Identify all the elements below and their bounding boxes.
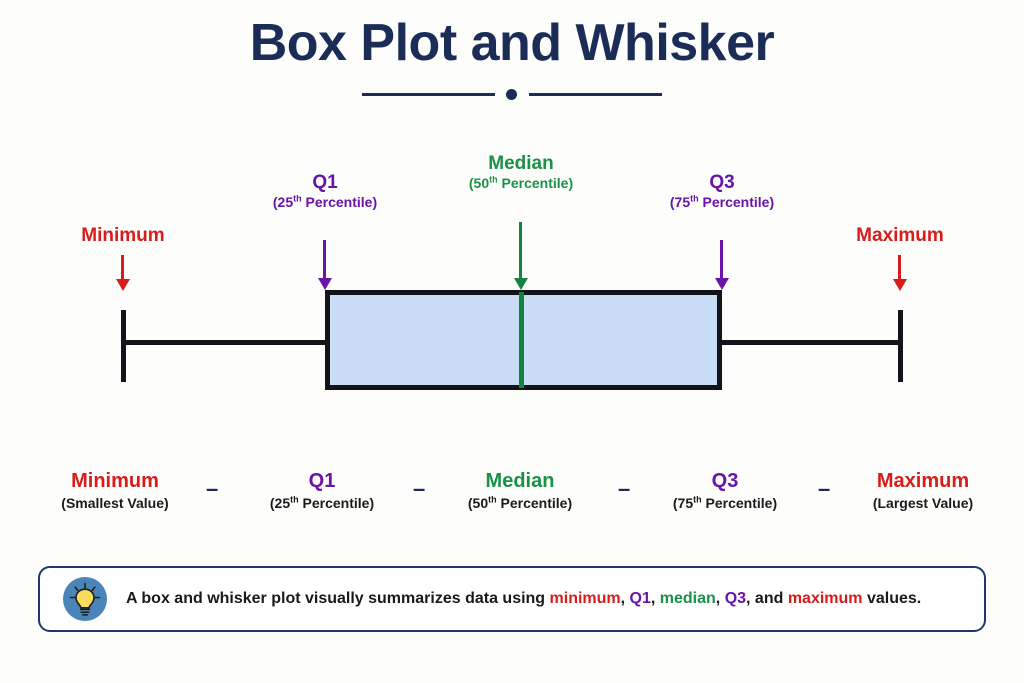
legend-separator-2: – — [413, 476, 426, 501]
footnote-keyword-q3: Q3 — [724, 590, 747, 607]
footnote-text: A box and whisker plot visually summariz… — [126, 590, 921, 608]
annotation-median: Median (50th Percentile) — [441, 153, 601, 192]
arrow-maximum-icon — [892, 255, 908, 291]
annotation-median-label: Median — [488, 153, 554, 174]
footnote-seg-2: , — [620, 590, 630, 607]
footnote-keyword-minimum: minimum — [549, 590, 621, 607]
footnote-seg-4: , — [650, 590, 660, 607]
legend-q1-label: Q1 — [308, 470, 336, 492]
footnote-seg-8: , and — [746, 590, 788, 607]
legend-q3-label: Q3 — [711, 470, 739, 492]
footnote-keyword-median: median — [659, 590, 716, 607]
arrow-q1-icon — [317, 240, 333, 290]
legend-separator-4: – — [818, 476, 831, 501]
legend-minimum-label: Minimum — [71, 470, 159, 492]
summary-legend: Minimum (Smallest Value) – Q1 (25th Perc… — [0, 468, 1024, 538]
median-line — [519, 292, 524, 388]
legend-minimum-sublabel: (Smallest Value) — [61, 495, 169, 511]
legend-median-label: Median — [485, 470, 555, 492]
footnote-seg-0: A box and whisker plot visually summariz… — [126, 590, 550, 607]
lightbulb-icon — [62, 576, 108, 622]
legend-item-minimum: Minimum (Smallest Value) — [25, 468, 205, 512]
footnote-seg-10: values. — [862, 590, 922, 607]
footnote-keyword-q1: Q1 — [629, 590, 651, 607]
legend-item-maximum: Maximum (Largest Value) — [833, 468, 1013, 512]
box-plot — [121, 290, 903, 390]
title-divider — [362, 88, 662, 100]
annotation-minimum: Minimum — [43, 225, 203, 247]
arrow-median-icon — [513, 222, 529, 290]
annotation-q3-sublabel: (75th Percentile) — [669, 193, 775, 211]
annotation-maximum-label: Maximum — [856, 225, 944, 246]
legend-maximum-sublabel: (Largest Value) — [872, 495, 974, 511]
divider-line-left — [362, 93, 495, 96]
legend-maximum-label: Maximum — [876, 470, 970, 492]
legend-separator-3: – — [618, 476, 631, 501]
whisker-line-right — [718, 340, 902, 345]
annotation-q3: Q3 (75th Percentile) — [642, 172, 802, 211]
arrow-minimum-icon — [115, 255, 131, 291]
arrow-q3-icon — [714, 240, 730, 290]
annotation-q3-label: Q3 — [709, 172, 735, 193]
footnote-keyword-maximum: maximum — [787, 590, 863, 607]
annotation-maximum: Maximum — [820, 225, 980, 247]
whisker-cap-minimum — [121, 310, 126, 382]
whisker-cap-maximum — [898, 310, 903, 382]
whisker-line-left — [121, 340, 329, 345]
annotation-q1-sublabel: (25th Percentile) — [272, 193, 378, 211]
legend-separator-1: – — [206, 476, 219, 501]
legend-median-sublabel: (50th Percentile) — [467, 494, 573, 511]
legend-q3-sublabel: (75th Percentile) — [672, 494, 778, 511]
legend-item-q3: Q3 (75th Percentile) — [635, 468, 815, 512]
annotation-q1-label: Q1 — [312, 172, 338, 193]
page-title: Box Plot and Whisker — [249, 14, 775, 72]
legend-item-median: Median (50th Percentile) — [430, 468, 610, 512]
annotation-q1: Q1 (25th Percentile) — [245, 172, 405, 211]
legend-item-q1: Q1 (25th Percentile) — [232, 468, 412, 512]
divider-dot — [506, 89, 517, 100]
footnote-callout: A box and whisker plot visually summariz… — [38, 566, 986, 632]
annotation-median-sublabel: (50th Percentile) — [468, 174, 574, 192]
footnote-seg-6: , — [715, 590, 725, 607]
legend-q1-sublabel: (25th Percentile) — [269, 494, 375, 511]
divider-line-right — [529, 93, 662, 96]
annotation-minimum-label: Minimum — [81, 225, 165, 246]
